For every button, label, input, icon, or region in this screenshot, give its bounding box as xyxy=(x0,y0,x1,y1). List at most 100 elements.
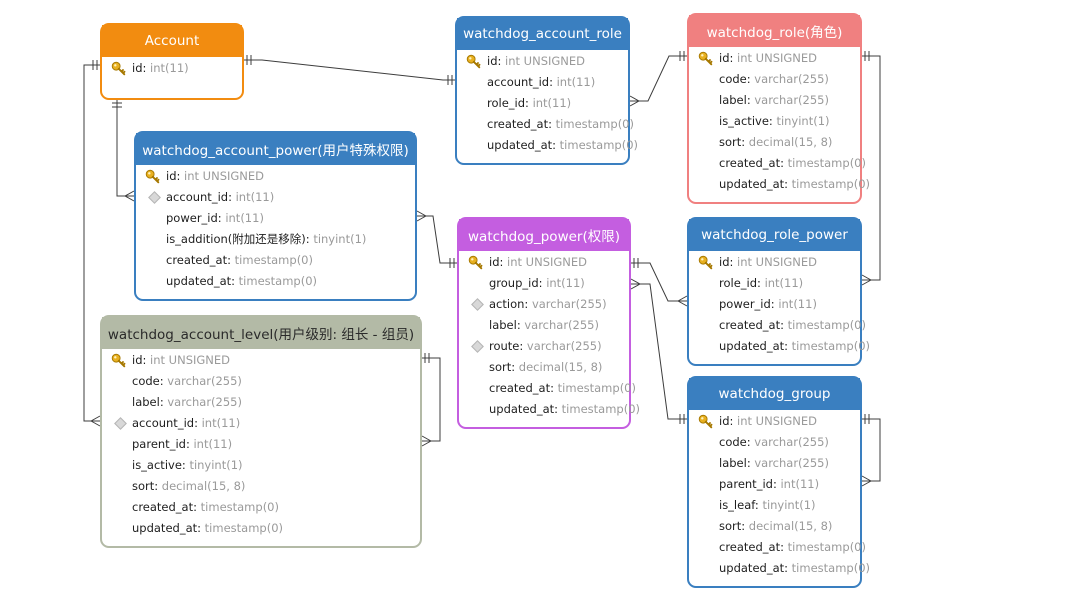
table-watchdog-account-level[interactable]: watchdog_account_level(用户级别: 组长 - 组员)id:… xyxy=(100,315,422,548)
column-name: id: int UNSIGNED xyxy=(166,166,264,187)
column-row[interactable]: is_active: tinyint(1) xyxy=(689,111,860,132)
column-row[interactable]: account_id: int(11) xyxy=(457,72,628,93)
column-row[interactable]: updated_at: timestamp(0) xyxy=(689,558,870,579)
column-row[interactable]: id: int UNSIGNED xyxy=(459,252,629,273)
column-row[interactable]: updated_at: timestamp(0) xyxy=(102,518,420,539)
column-row[interactable]: updated_at: timestamp(0) xyxy=(689,336,870,357)
column-name: label: varchar(255) xyxy=(719,90,829,111)
column-row[interactable]: is_addition(附加还是移除): tinyint(1) xyxy=(136,229,415,250)
column-row[interactable]: created_at: timestamp(0) xyxy=(136,250,415,271)
column-row[interactable]: id: int UNSIGNED xyxy=(689,48,860,69)
column-row[interactable]: created_at: timestamp(0) xyxy=(689,153,866,174)
column-type: timestamp(0) xyxy=(561,402,640,416)
column-name: id: int UNSIGNED xyxy=(719,48,817,69)
column-name: id: int UNSIGNED xyxy=(487,51,585,72)
column-separator: : xyxy=(549,75,557,89)
column-row[interactable]: code: varchar(255) xyxy=(102,371,420,392)
column-row[interactable]: parent_id: int(11) xyxy=(689,474,860,495)
column-row[interactable]: created_at: timestamp(0) xyxy=(689,537,866,558)
column-row[interactable]: parent_id: int(11) xyxy=(102,434,420,455)
column-row[interactable]: is_active: tinyint(1) xyxy=(102,455,420,476)
column-name: id: int(11) xyxy=(132,58,189,79)
column-row[interactable]: role_id: int(11) xyxy=(457,93,628,114)
column-row[interactable]: id: int UNSIGNED xyxy=(689,252,860,273)
column-type: varchar(255) xyxy=(754,72,829,86)
column-separator: : xyxy=(746,456,755,470)
column-row[interactable]: action: varchar(255) xyxy=(459,294,629,315)
column-name: label: varchar(255) xyxy=(489,315,599,336)
column-name: route: varchar(255) xyxy=(489,336,602,357)
column-type: varchar(255) xyxy=(526,339,602,353)
column-row[interactable]: created_at: timestamp(0) xyxy=(459,378,636,399)
column-row[interactable]: id: int UNSIGNED xyxy=(457,51,628,72)
column-row[interactable]: updated_at: timestamp(0) xyxy=(459,399,640,420)
column-label: id xyxy=(487,54,498,68)
column-row[interactable]: is_leaf: tinyint(1) xyxy=(689,495,860,516)
column-separator: : xyxy=(746,93,755,107)
column-row[interactable]: label: varchar(255) xyxy=(102,392,420,413)
column-row[interactable]: power_id: int(11) xyxy=(689,294,860,315)
column-name: label: varchar(255) xyxy=(132,392,242,413)
column-separator: : xyxy=(746,435,755,449)
column-label: id xyxy=(719,255,730,269)
column-row[interactable]: account_id: int(11) xyxy=(102,413,420,434)
column-label: code xyxy=(132,374,160,388)
column-row[interactable]: label: varchar(255) xyxy=(689,90,860,111)
column-label: created_at xyxy=(719,318,781,332)
column-row[interactable]: route: varchar(255) xyxy=(459,336,629,357)
table-watchdog-account-power[interactable]: watchdog_account_power(用户特殊权限)id: int UN… xyxy=(134,131,417,301)
column-type: varchar(255) xyxy=(754,456,829,470)
column-row[interactable]: created_at: timestamp(0) xyxy=(689,315,866,336)
column-row[interactable]: sort: decimal(15, 8) xyxy=(689,132,860,153)
primary-key-icon xyxy=(145,169,160,184)
column-row[interactable]: sort: decimal(15, 8) xyxy=(689,516,860,537)
column-row[interactable]: group_id: int(11) xyxy=(459,273,629,294)
column-row[interactable]: power_id: int(11) xyxy=(136,208,415,229)
column-row[interactable]: id: int UNSIGNED xyxy=(136,166,415,187)
column-row[interactable]: updated_at: timestamp(0) xyxy=(457,135,638,156)
column-label: parent_id xyxy=(132,437,186,451)
column-label: account_id xyxy=(132,416,195,430)
relationship-line xyxy=(862,418,881,482)
column-separator: : xyxy=(176,169,185,183)
column-row[interactable]: sort: decimal(15, 8) xyxy=(102,476,420,497)
one-marker xyxy=(449,258,455,268)
table-title: watchdog_account_role xyxy=(457,18,628,50)
column-row[interactable]: label: varchar(255) xyxy=(459,315,629,336)
column-row[interactable]: updated_at: timestamp(0) xyxy=(689,174,870,195)
column-row[interactable]: role_id: int(11) xyxy=(689,273,860,294)
table-title: watchdog_account_level(用户级别: 组长 - 组员) xyxy=(102,317,420,349)
column-type: int(11) xyxy=(556,75,596,89)
column-row[interactable]: created_at: timestamp(0) xyxy=(457,114,634,135)
column-row[interactable]: id: int UNSIGNED xyxy=(102,350,420,371)
column-name: label: varchar(255) xyxy=(719,453,829,474)
column-name: created_at: timestamp(0) xyxy=(719,315,866,336)
one-marker xyxy=(633,258,639,268)
column-row[interactable]: id: int(11) xyxy=(102,58,242,79)
column-row[interactable]: account_id: int(11) xyxy=(136,187,415,208)
column-type: int UNSIGNED xyxy=(737,414,818,428)
column-row[interactable]: sort: decimal(15, 8) xyxy=(459,357,629,378)
column-row[interactable]: code: varchar(255) xyxy=(689,432,860,453)
column-type: decimal(15, 8) xyxy=(748,519,833,533)
column-separator: : xyxy=(142,61,151,75)
column-name: is_leaf: tinyint(1) xyxy=(719,495,816,516)
column-label: power_id xyxy=(719,297,771,311)
column-separator: : xyxy=(784,339,792,353)
index-icon xyxy=(114,417,127,430)
primary-key-icon xyxy=(111,353,126,368)
relationship-line xyxy=(630,55,687,102)
column-row[interactable]: id: int UNSIGNED xyxy=(689,411,860,432)
column-separator: : xyxy=(194,416,202,430)
column-row[interactable]: created_at: timestamp(0) xyxy=(102,497,420,518)
table-title: watchdog_account_power(用户特殊权限) xyxy=(136,133,415,165)
column-row[interactable]: code: varchar(255) xyxy=(689,69,860,90)
column-row[interactable]: label: varchar(255) xyxy=(689,453,860,474)
column-row[interactable]: updated_at: timestamp(0) xyxy=(136,271,415,292)
